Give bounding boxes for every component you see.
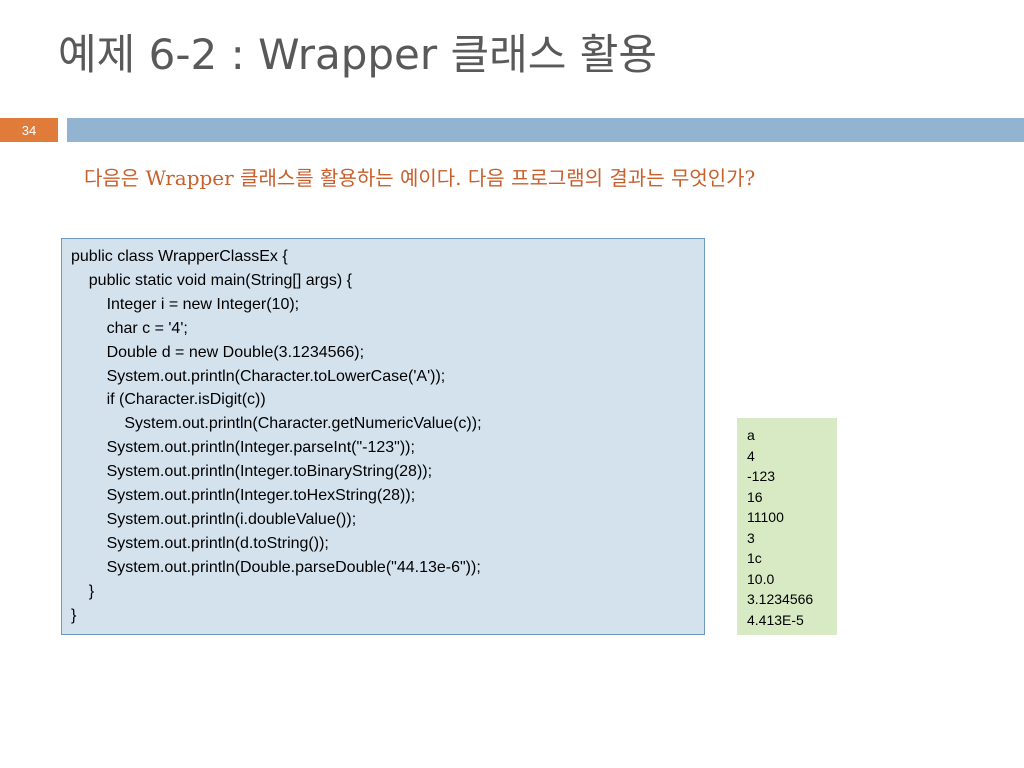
slide-subtitle: 다음은 Wrapper 클래스를 활용하는 예이다. 다음 프로그램의 결과는 … bbox=[84, 166, 756, 190]
code-line: public class WrapperClassEx { bbox=[71, 248, 288, 265]
code-line: System.out.println(i.doubleValue()); bbox=[71, 510, 357, 528]
code-line: System.out.println(Character.toLowerCase… bbox=[71, 367, 446, 385]
code-line: } bbox=[71, 606, 77, 624]
code-line: System.out.println(Double.parseDouble("4… bbox=[71, 558, 481, 576]
output-line: 3 bbox=[747, 529, 755, 546]
code-box: public class WrapperClassEx { public sta… bbox=[61, 238, 705, 635]
output-line: -123 bbox=[747, 468, 776, 484]
output-line: 10.0 bbox=[747, 570, 775, 587]
code-line: Integer i = new Integer(10); bbox=[71, 295, 300, 313]
header-bar bbox=[67, 118, 1024, 142]
output-line: 1c bbox=[747, 550, 762, 566]
output-line: 4.413E-5 bbox=[747, 611, 804, 628]
page-number-badge: 34 bbox=[0, 118, 58, 142]
code-line: System.out.println(Integer.toHexString(2… bbox=[71, 487, 416, 505]
slide-title: 예제 6-2 : Wrapper 클래스 활용 bbox=[58, 30, 658, 79]
code-line: } bbox=[71, 582, 95, 600]
code-line: System.out.println(d.toString()); bbox=[71, 534, 329, 552]
output-box: a 4 -123 16 11100 3 1c 10.0 3.1234566 4.… bbox=[737, 418, 837, 635]
output-line: 11100 bbox=[747, 509, 784, 525]
code-line: public static void main(String[] args) { bbox=[71, 271, 352, 289]
output-line: 4 bbox=[747, 447, 755, 464]
code-line: char c = '4'; bbox=[71, 319, 188, 337]
code-line: System.out.println(Integer.toBinaryStrin… bbox=[71, 463, 433, 481]
code-line: if (Character.isDigit(c)) bbox=[71, 391, 266, 409]
code-line: System.out.println(Character.getNumericV… bbox=[71, 415, 482, 433]
output-line: a bbox=[747, 427, 755, 443]
code-line: Double d = new Double(3.1234566); bbox=[71, 343, 365, 361]
output-line: 3.1234566 bbox=[747, 591, 814, 607]
output-line: 16 bbox=[747, 488, 763, 505]
code-line: System.out.println(Integer.parseInt("-12… bbox=[71, 439, 415, 457]
